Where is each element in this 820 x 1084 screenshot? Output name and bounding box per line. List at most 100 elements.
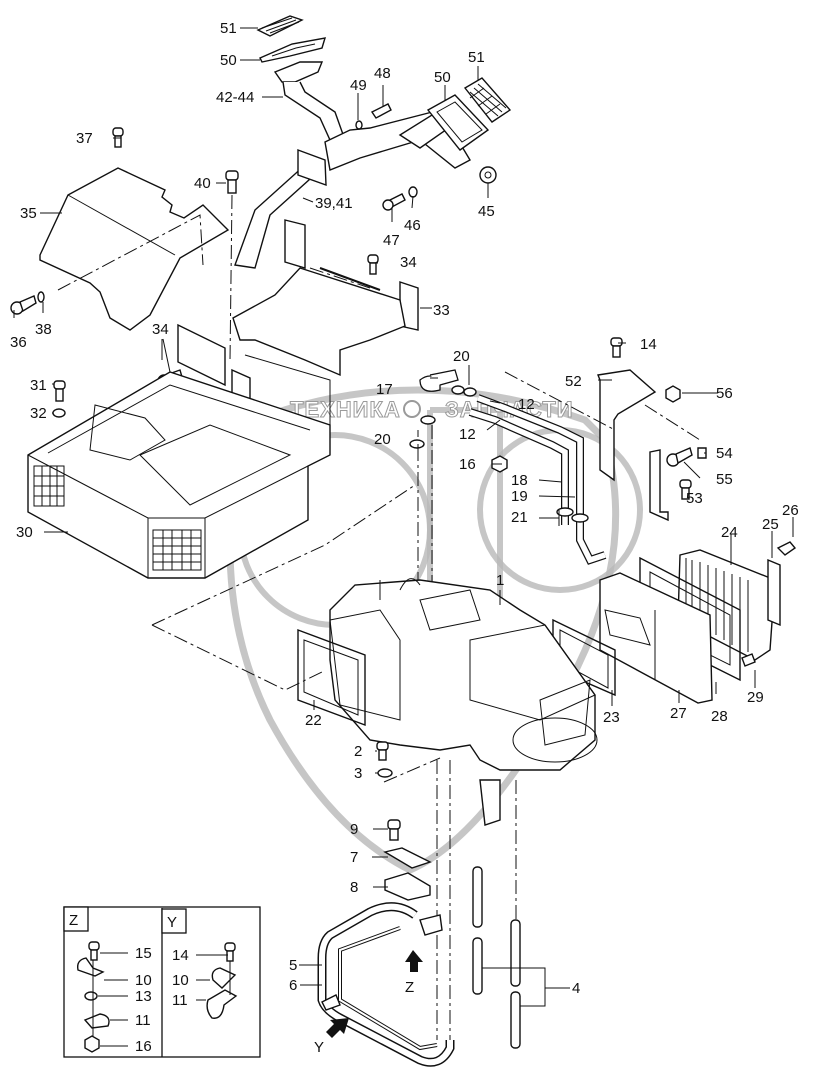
callout-36: 36 [10,334,27,351]
part-pipe-12-18-19 [468,394,607,565]
callout-29: 29 [747,689,764,706]
part-bolt-40 [225,170,239,194]
view-arrow-z-label: Z [405,979,414,996]
part-washer-3 [377,768,393,778]
part-bolt-37 [112,127,124,148]
part-grommet-45 [479,166,497,184]
callout-8: 8 [350,879,358,896]
part-bolt-9 [387,819,401,841]
part-bolt-55 [666,447,693,467]
part-vent-grille-51-side [463,77,512,123]
callout-9: 9 [350,821,358,838]
callout-54: 54 [716,445,733,462]
part-bolt-36 [10,295,37,315]
part-bolt-48 [370,103,392,119]
callout-49: 49 [350,77,367,94]
callout-27: 27 [670,705,687,722]
callout-45: 45 [478,203,495,220]
detail-y-item-11: 11 [172,992,188,1009]
callout-30: 30 [16,524,33,541]
callout-56: 56 [716,385,733,402]
detail-y-item-10: 10 [172,972,189,989]
callout-12-lower: 12 [459,426,476,443]
part-gasket-22 [297,628,366,727]
part-clip-25 [767,558,781,627]
callout-28: 28 [711,708,728,725]
part-bolt-34-right [367,254,379,275]
part-pipes-5-6 [317,902,455,1067]
callout-5: 5 [289,957,297,974]
part-plate-34 [177,323,251,406]
callout-23: 23 [603,709,620,726]
part-duct-42-44 [273,61,346,141]
part-bolt-29 [741,653,756,667]
part-bracket-33 [232,219,419,377]
detail-z-item-10: 10 [135,972,152,989]
callout-34-right: 34 [400,254,417,271]
callout-25: 25 [762,516,779,533]
callout-47: 47 [383,232,400,249]
part-cover-27 [599,572,713,704]
callout-52: 52 [565,373,582,390]
callout-42-44: 42-44 [216,89,254,106]
callout-labels: 51 50 42-44 49 48 50 51 37 40 39,41 35 4… [10,20,799,1055]
callout-48: 48 [374,65,391,82]
callout-4: 4 [572,980,580,997]
part-bolt-47 [382,193,406,211]
callout-20-mid: 20 [374,431,391,448]
vent-grille-left [33,465,65,507]
detail-z-item-11: 11 [135,1012,151,1029]
part-bolt-14 [610,337,623,358]
callout-46: 46 [404,217,421,234]
callout-35: 35 [20,205,37,222]
detail-z-title: Z [69,912,78,929]
callout-51: 51 [220,20,237,37]
callout-55: 55 [716,471,733,488]
callout-18: 18 [511,472,528,489]
part-clamps-20-top [451,385,477,397]
part-grommets-21 [556,507,589,523]
part-washer-49 [355,120,363,130]
part-bolt-31 [53,380,66,402]
detail-z-item-13: 13 [135,988,152,1005]
part-pipes-4 [472,866,570,1049]
callout-3: 3 [354,765,362,782]
part-housing-30 [27,354,331,579]
part-clamps-20-mid [409,415,436,449]
callout-1: 1 [496,572,504,589]
part-washer-46 [408,186,418,198]
callout-12-upper: 12 [518,396,535,413]
part-heater-unit-1 [329,578,598,771]
callout-26: 26 [782,502,799,519]
detail-z-item-16: 16 [135,1038,152,1055]
vent-grille-front [152,529,202,571]
view-arrow-y-label: Y [314,1039,324,1056]
detail-y-title: Y [167,914,177,931]
callout-50-side: 50 [434,69,451,86]
callout-37: 37 [76,130,93,147]
callout-50: 50 [220,52,237,69]
part-hose-17 [419,369,459,392]
callout-7: 7 [350,849,358,866]
part-bracket-52 [504,369,701,522]
part-duct-39-41 [234,109,471,269]
callout-6: 6 [289,977,297,994]
callout-14: 14 [640,336,657,353]
callout-22: 22 [305,712,322,729]
view-arrow-z: Z [405,950,423,996]
callout-21: 21 [511,509,528,526]
callout-20-top: 20 [453,348,470,365]
callout-39-41: 39,41 [315,195,353,212]
part-bolt-2 [376,741,389,761]
callout-24: 24 [721,524,738,541]
detail-y-item-14: 14 [172,947,189,964]
part-washer-38 [37,291,45,303]
part-clamp-block-8 [384,872,431,901]
part-bolt-53 [679,479,692,500]
view-arrow-y: Y [314,1018,349,1056]
gear-icon [403,400,421,418]
callout-31: 31 [30,377,47,394]
leader-lines [13,27,794,986]
part-nut-56 [665,385,681,403]
